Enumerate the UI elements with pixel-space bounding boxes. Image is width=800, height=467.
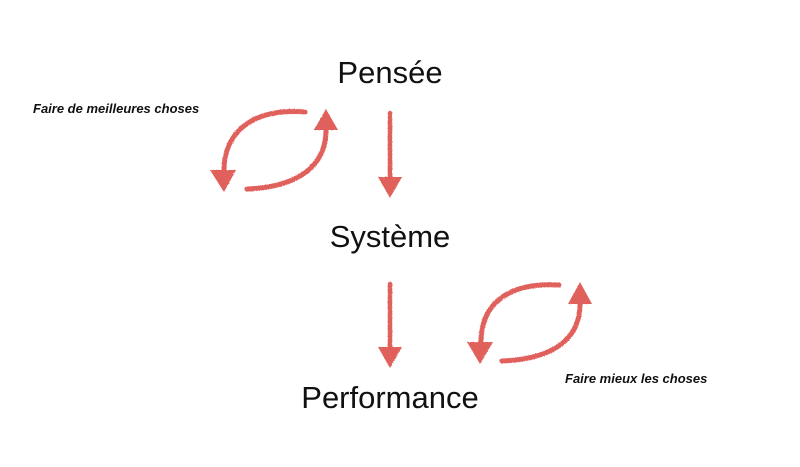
annotation-lower-loop: Faire mieux les choses [565,371,708,386]
node-performance: Performance [301,380,479,415]
arrow-systeme-to-performance [378,281,402,368]
upper-loop-arrow-left [210,109,308,192]
upper-loop-arrow-right [244,109,338,192]
node-pensee: Pensée [337,55,443,90]
lower-loop-arrow-right [499,282,592,364]
arrow-pensee-to-systeme [378,110,402,198]
node-systeme: Système [329,219,451,254]
annotation-upper-loop: Faire de meilleures choses [33,101,200,116]
lower-loop-arrow-left [467,282,562,364]
